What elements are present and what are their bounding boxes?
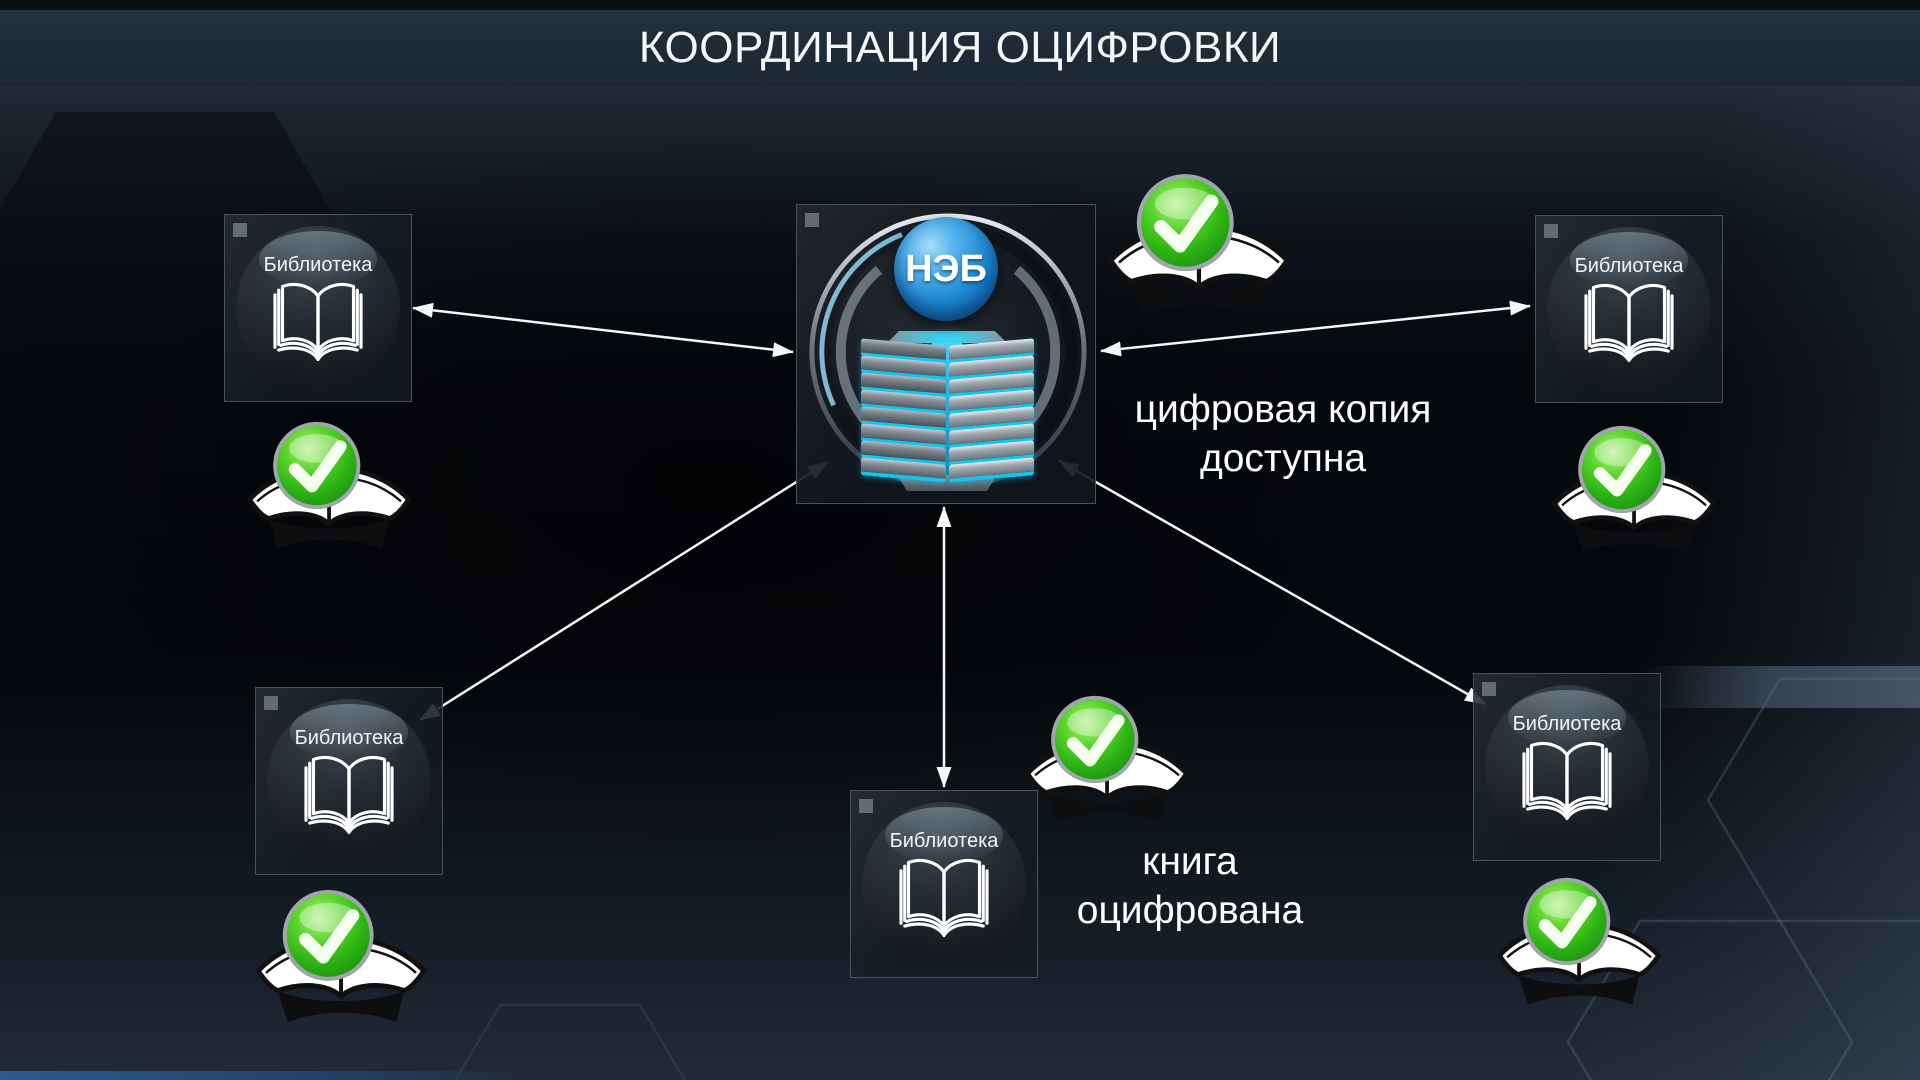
tile-corner-square bbox=[859, 799, 873, 813]
open-book-icon bbox=[304, 755, 394, 834]
annotation-line: цифровая копия bbox=[1134, 388, 1432, 431]
tile-corner-square bbox=[1482, 682, 1496, 696]
library-node-bottom-left: Библиотека bbox=[255, 687, 443, 875]
connector-top-left bbox=[412, 302, 794, 358]
server-stack-icon bbox=[861, 331, 1033, 491]
open-book-icon bbox=[1584, 283, 1674, 362]
annotation-line: оцифрована bbox=[1076, 888, 1304, 932]
library-label: Библиотека bbox=[263, 254, 373, 276]
library-label: Библиотека bbox=[1512, 713, 1622, 735]
library-circle: Библиотека bbox=[1479, 679, 1655, 855]
library-node-bottom-right: Библиотека bbox=[1473, 673, 1661, 861]
annotation-book-digitized: книга оцифрована bbox=[1040, 838, 1340, 936]
library-node-top-left: Библиотека bbox=[224, 214, 412, 402]
tile-corner-square bbox=[264, 696, 278, 710]
connector-bottom-right bbox=[1058, 459, 1486, 706]
annotation-digital-copy: цифровая копия доступна bbox=[1098, 386, 1468, 484]
top-strip bbox=[0, 0, 1920, 10]
server-rows bbox=[861, 338, 1033, 483]
library-circle: Библиотека bbox=[230, 220, 406, 396]
connector-bottom-left bbox=[419, 460, 829, 722]
library-circle: Библиотека bbox=[1541, 221, 1717, 397]
neb-label: НЭБ bbox=[905, 247, 987, 290]
tile-corner-square bbox=[1544, 224, 1558, 238]
book-check-icon bbox=[248, 888, 436, 1036]
book-check-icon bbox=[1018, 694, 1198, 836]
tile-corner-square bbox=[805, 213, 819, 227]
open-book-icon bbox=[899, 858, 989, 937]
book-check-icon bbox=[1545, 424, 1725, 566]
neb-sphere-icon: НЭБ bbox=[894, 217, 998, 321]
library-circle: Библиотека bbox=[261, 693, 437, 869]
bottom-blue-strip bbox=[0, 1071, 520, 1080]
book-check-icon bbox=[1100, 172, 1300, 330]
annotation-line: доступна bbox=[1199, 436, 1367, 480]
library-node-top-right: Библиотека bbox=[1535, 215, 1723, 403]
open-book-icon bbox=[273, 282, 363, 361]
book-check-icon bbox=[240, 420, 420, 562]
page-title: КООРДИНАЦИЯ ОЦИФРОВКИ bbox=[638, 23, 1282, 72]
library-circle: Библиотека bbox=[856, 796, 1032, 972]
annotation-line: книга bbox=[1142, 840, 1238, 883]
library-label: Библиотека bbox=[1574, 255, 1684, 277]
header-bar: КООРДИНАЦИЯ ОЦИФРОВКИ bbox=[0, 10, 1920, 86]
library-label: Библиотека bbox=[889, 830, 999, 852]
background-light-band bbox=[1640, 666, 1920, 708]
library-node-bottom-center: Библиотека bbox=[850, 790, 1038, 978]
book-check-icon bbox=[1490, 876, 1670, 1018]
library-label: Библиотека bbox=[294, 727, 404, 749]
tile-corner-square bbox=[233, 223, 247, 237]
neb-central-node: НЭБ bbox=[796, 204, 1096, 504]
open-book-icon bbox=[1522, 741, 1612, 820]
